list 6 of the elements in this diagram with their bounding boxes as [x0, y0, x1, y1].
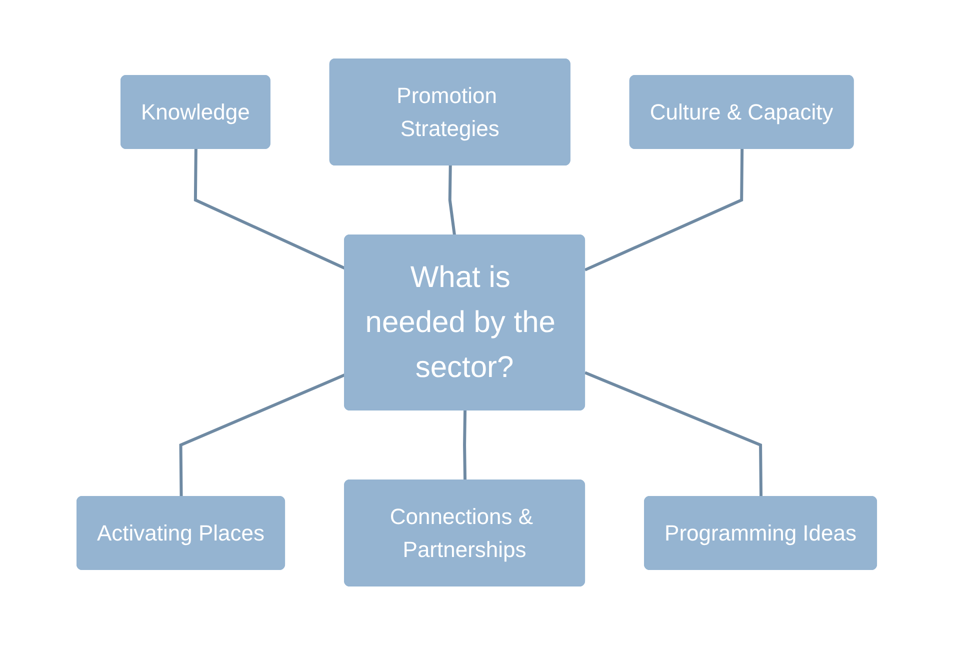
connector: [584, 371, 762, 498]
connector: [194, 148, 346, 270]
connector: [179, 373, 346, 498]
connector: [584, 148, 744, 272]
connector: [448, 165, 456, 236]
connector: [462, 410, 466, 481]
